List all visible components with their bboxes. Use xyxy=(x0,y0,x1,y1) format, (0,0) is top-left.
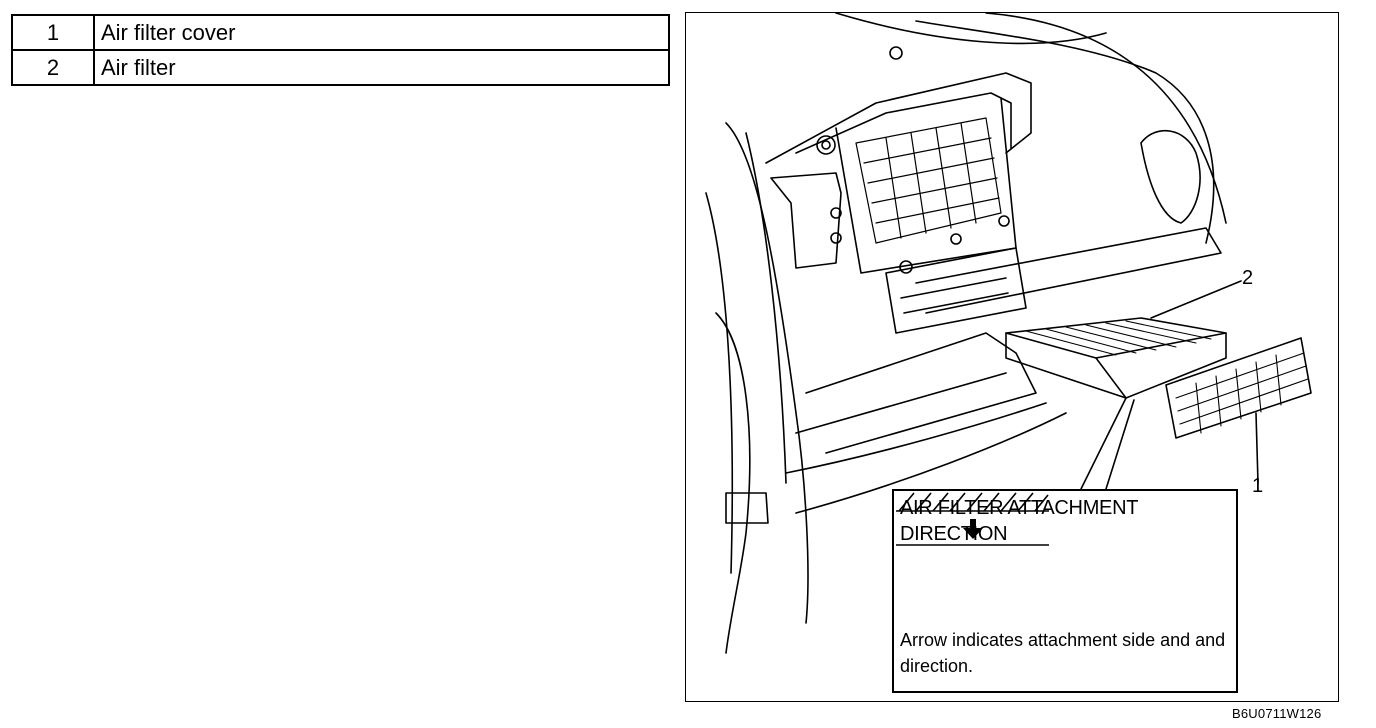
legend-part-name: Air filter cover xyxy=(93,14,670,51)
attachment-direction-note: Arrow indicates attachment side and and … xyxy=(900,630,1226,676)
attachment-direction-box: AIR FILTER ATTACHMENT DIRECTION Arrow in… xyxy=(892,489,1238,693)
dashboard-line-drawing xyxy=(705,13,1312,654)
legend-row: 1 Air filter cover xyxy=(11,14,670,51)
legend-row: 2 Air filter xyxy=(11,49,670,86)
figure-id: B6U0711W126 xyxy=(1232,706,1322,721)
legend-number: 2 xyxy=(11,49,95,86)
parts-legend-table: 1 Air filter cover 2 Air filter xyxy=(11,14,670,86)
legend-number: 1 xyxy=(11,14,95,51)
air-filter-illustration: 2 1 AIR FILTER ATTACHMENT DIRECTION Arro… xyxy=(685,12,1339,702)
callout-air-filter: 2 xyxy=(1242,267,1254,289)
legend-part-name: Air filter xyxy=(93,49,670,86)
attachment-direction-arrow-icon xyxy=(896,492,1049,546)
callout-air-filter-cover: 1 xyxy=(1252,475,1264,497)
